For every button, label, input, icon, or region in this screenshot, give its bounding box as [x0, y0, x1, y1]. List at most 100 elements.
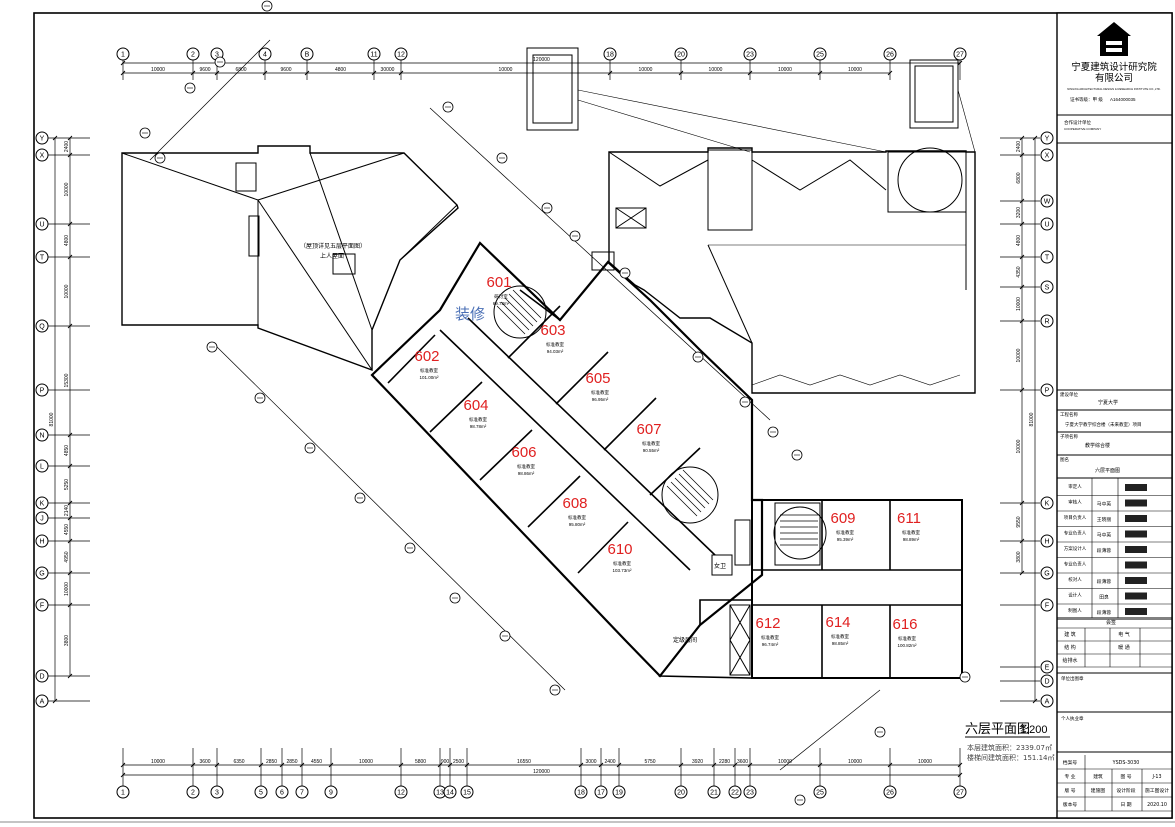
renovation-label: 装修 — [455, 305, 485, 323]
grid-bubble-top-2: 2 — [186, 47, 200, 61]
grid-label: S — [1045, 285, 1050, 292]
roof-hatch — [332, 253, 356, 275]
grid-bubble-bottom-3: 3 — [210, 785, 224, 799]
grid-bubble-right-X: X — [1040, 148, 1054, 162]
archive-cell: 施工图设计 — [1145, 787, 1169, 794]
dim-text: 2400 — [64, 141, 70, 152]
archive-cell: J-13 — [1151, 774, 1161, 780]
grid-bubble-bottom-5: 5 — [254, 785, 268, 799]
dim-text: 3000 — [585, 759, 596, 765]
grid-bubble-left-U: U — [35, 217, 49, 231]
grid-label: K — [1045, 501, 1050, 508]
grid-label: 1 — [121, 52, 125, 59]
dim-text: 10000 — [64, 182, 70, 196]
dim-text: 4800 — [1016, 235, 1022, 246]
project-label: 工程名称 — [1060, 411, 1078, 418]
dim-text: 120000 — [533, 57, 550, 63]
room-wall — [555, 351, 609, 405]
east-wing — [751, 499, 963, 679]
room-wall — [429, 381, 483, 433]
grid-label: E — [1045, 665, 1050, 672]
stair-circle-607 — [661, 466, 719, 524]
grid-bubble-left-K: K — [35, 496, 49, 510]
room-wall — [519, 289, 561, 321]
room-area: 69.73m² — [493, 301, 510, 306]
column-box — [591, 251, 615, 271]
role-name: 田良 — [1099, 594, 1109, 601]
sign-cell: 电 气 — [1118, 631, 1130, 638]
grid-bubble-right-U: U — [1040, 217, 1054, 231]
roles-table: 审定人审核人马中英项目负责人王晓丽专业负责人马中英方案设计人段薄蓉专业负责人校对… — [1057, 478, 1172, 620]
grid-bubble-left-P: P — [35, 383, 49, 397]
grid-bubble-right-T: T — [1040, 250, 1054, 264]
grid-bubble-top-27: 27 — [953, 47, 967, 61]
grid-label: 11 — [370, 52, 377, 59]
countersign-table: 建 筑电 气结 构暖 通给排水 — [1057, 627, 1172, 668]
roof-lantern-left — [526, 47, 579, 131]
grid-label: 6 — [280, 790, 284, 797]
grid-bubble-right-G: G — [1040, 566, 1054, 580]
dim-text: 2280 — [719, 759, 730, 765]
archive-cell: 建施图 — [1091, 787, 1106, 794]
dim-text: 2400 — [1016, 141, 1022, 152]
dim-text: 10000 — [151, 67, 165, 73]
dim-text: 10000 — [499, 67, 513, 73]
role-label: 审定人 — [1068, 483, 1082, 490]
dim-text: 900 — [441, 759, 450, 765]
grid-bubble-bottom-19: 19 — [612, 785, 626, 799]
dim-text: 10000 — [709, 67, 723, 73]
role-label: 校对人 — [1068, 576, 1082, 583]
archive-cell: YSDS-3030 — [1112, 760, 1140, 766]
grid-label: F — [1045, 603, 1049, 610]
grid-bubble-left-D: D — [35, 669, 49, 683]
shaft-cross — [615, 207, 647, 229]
signature-mark — [1125, 608, 1147, 615]
role-name: 马中英 — [1097, 532, 1112, 539]
dim-text: 30000 — [381, 67, 395, 73]
grid-bubble-bottom-7: 7 — [295, 785, 309, 799]
grid-label: 2 — [191, 52, 195, 59]
diag-axis-bubble — [791, 449, 803, 461]
room-number: 603 — [540, 322, 565, 339]
room-area: 100.82m² — [897, 643, 917, 648]
dim-text: 10000 — [639, 67, 653, 73]
grid-bubble-right-R: R — [1040, 314, 1054, 328]
room-area: 101.00m² — [419, 375, 439, 380]
grid-bubble-bottom-23: 23 — [743, 785, 757, 799]
diag-dim-line-se — [779, 689, 881, 771]
diag-axis-bubble — [569, 230, 581, 242]
diag-axis-bubble — [692, 351, 704, 363]
archive-cell: 2020.10 — [1147, 802, 1167, 808]
dim-text: 3200 — [1016, 207, 1022, 218]
sign-label: 会签 — [1106, 619, 1116, 626]
grid-bubble-right-F: F — [1040, 598, 1054, 612]
grid-bubble-bottom-15: 15 — [460, 785, 474, 799]
grid-bubble-right-E: E — [1040, 660, 1054, 674]
grid-label: 20 — [677, 52, 685, 59]
dim-text: 5750 — [644, 759, 655, 765]
archive-cell: 版本号 — [1063, 801, 1078, 808]
sign-cell: 建 筑 — [1064, 631, 1076, 638]
role-name: 王晓丽 — [1097, 516, 1112, 523]
dim-text: 4550 — [64, 524, 70, 535]
room-name: 标准教室 — [591, 389, 609, 396]
room-number: 605 — [585, 370, 610, 387]
grid-label: Y — [40, 136, 45, 143]
signature-mark — [1125, 546, 1147, 553]
title-block: 宁夏建筑设计研究院 有限公司 NINGXIA ARCHITECTURAL DES… — [1056, 12, 1173, 819]
grid-bubble-top-4: 4 — [258, 47, 272, 61]
grid-bubble-top-11: 11 — [367, 47, 381, 61]
grid-bubble-left-X: X — [35, 148, 49, 162]
grid-bubble-bottom-27: 27 — [953, 785, 967, 799]
dim-text: 10000 — [1016, 439, 1022, 453]
dim-text: 81000 — [49, 412, 55, 426]
dim-text: 15300 — [64, 373, 70, 387]
stair-area: 楼梯间建筑面积：151.14㎡ — [967, 753, 1055, 762]
grid-label: 15 — [463, 790, 471, 797]
company-name-en: NINGXIA ARCHITECTURAL DESIGN & RESEARCH … — [1067, 87, 1161, 91]
grid-bubble-bottom-14: 14 — [443, 785, 457, 799]
dim-text: 6350 — [233, 759, 244, 765]
